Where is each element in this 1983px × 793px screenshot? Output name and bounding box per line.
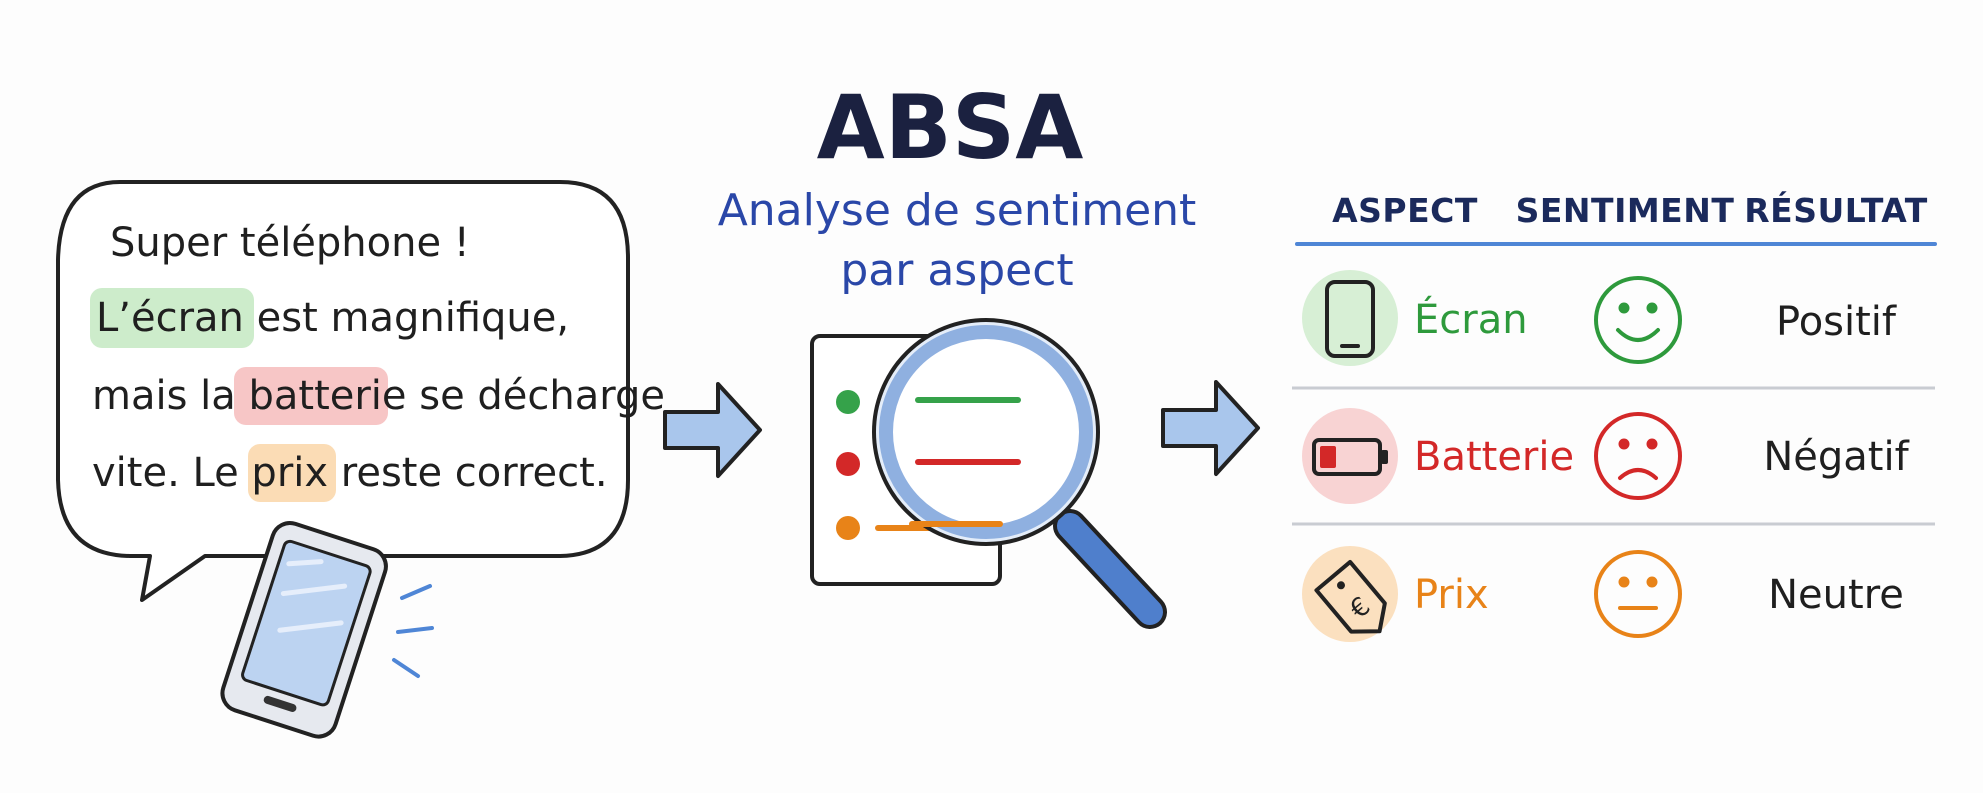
arrow-right-icon	[1161, 380, 1260, 476]
smiley-neutral-icon	[1594, 550, 1682, 638]
vibrating-phone-icon	[220, 521, 388, 739]
aspect-bubble	[1302, 270, 1398, 366]
aspect-label: Prix	[1414, 572, 1489, 618]
result-label: Neutre	[1768, 572, 1904, 618]
arrow-right-icon	[663, 382, 762, 478]
highlight-batterie	[234, 367, 388, 425]
aspect-bubble	[1302, 408, 1398, 504]
title-absa: ABSA	[817, 76, 1084, 179]
review-line-1: Super téléphone !	[110, 220, 470, 266]
highlight-prix	[248, 444, 336, 502]
aspect-label: Écran	[1414, 295, 1528, 343]
header-aspect: ASPECT	[1332, 191, 1478, 230]
review-aspect-ecran: L’écran	[96, 295, 244, 341]
highlight-ecran	[90, 288, 254, 348]
table-row: Écran Positif	[1302, 270, 1897, 366]
header-sentiment: SENTIMENT	[1516, 191, 1735, 230]
subtitle-line-1: Analyse de sentiment	[718, 185, 1197, 236]
review-line-3: mais la batterie se décharge	[92, 373, 665, 419]
results-table: ASPECT SENTIMENT RÉSULTAT Écran Positif	[1292, 190, 1937, 642]
table-row: € Prix Neutre	[1302, 546, 1904, 642]
vibration-lines	[392, 584, 434, 678]
result-label: Positif	[1776, 299, 1897, 345]
review-line-2: L’écran est magnifique,	[96, 295, 569, 341]
smiley-happy-icon	[1594, 276, 1682, 364]
review-line-4: vite. Le prix reste correct.	[92, 450, 608, 496]
magnifier-icon	[872, 318, 1167, 629]
header-resultat: RÉSULTAT	[1744, 190, 1928, 230]
battery-low-icon	[1312, 438, 1388, 476]
smartphone-icon	[1325, 280, 1375, 358]
aspect-bubble	[1302, 546, 1398, 642]
table-row: Batterie Négatif	[1302, 408, 1910, 504]
subtitle-line-2: par aspect	[840, 245, 1073, 296]
result-label: Négatif	[1763, 434, 1909, 480]
review-aspect-batterie: batterie	[248, 373, 406, 419]
review-aspect-prix: prix	[251, 450, 328, 496]
aspect-label: Batterie	[1414, 434, 1574, 480]
smiley-sad-icon	[1594, 412, 1682, 500]
